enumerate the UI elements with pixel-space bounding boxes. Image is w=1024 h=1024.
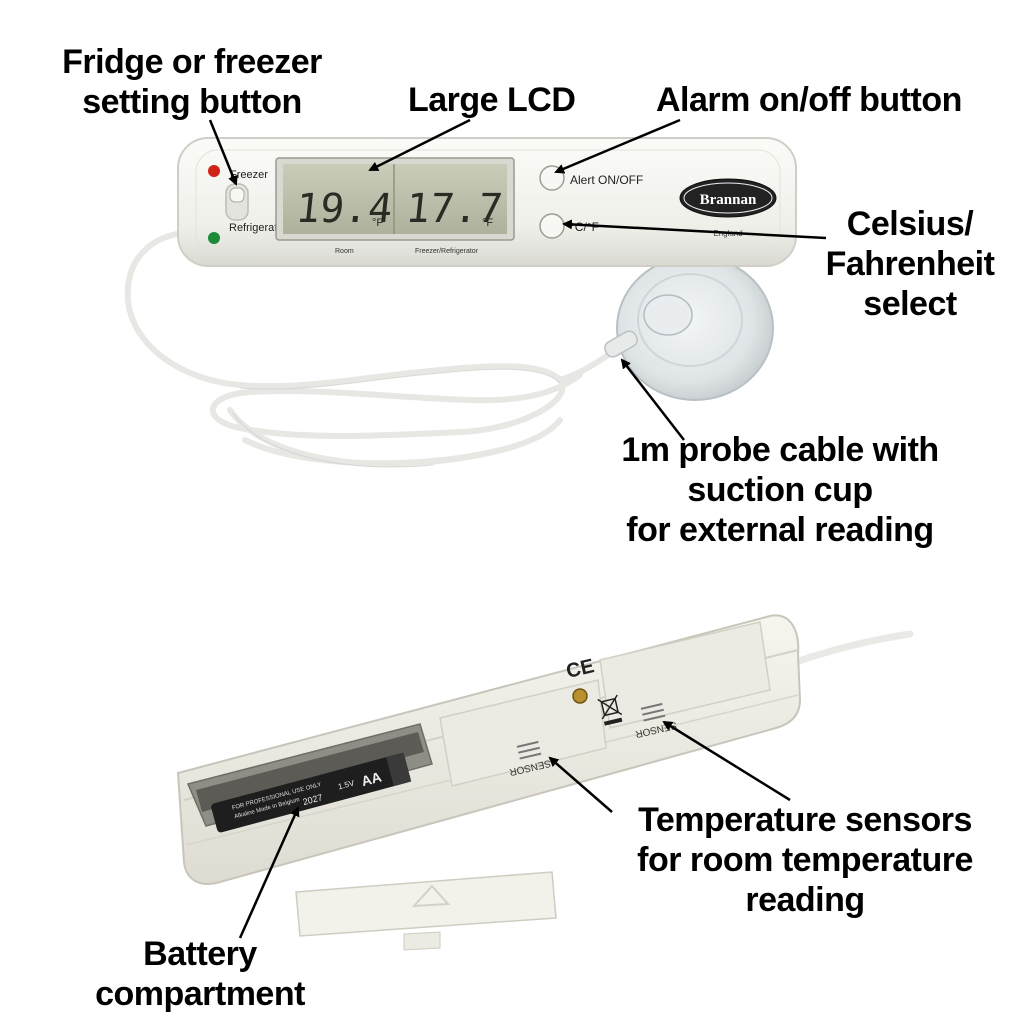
arrow-battery xyxy=(238,806,300,939)
battery-cover xyxy=(295,871,557,951)
arrow-sensor-2 xyxy=(662,720,791,802)
led-freezer-label: Freezer xyxy=(230,169,268,181)
aa-battery: FOR PROFESSIONAL USE ONLY Alkaline Made … xyxy=(211,752,412,833)
callout-sensors-line-1: Temperature sensors xyxy=(638,801,972,839)
callout-probe-line-3: for external reading xyxy=(626,511,934,549)
led-refrigerator-label: Refrigerator xyxy=(229,222,287,234)
battery-line-4: 1.5V xyxy=(337,778,356,791)
callout-fridge-button: Fridge or freezer setting button xyxy=(42,42,342,122)
fridge-freezer-switch[interactable] xyxy=(225,183,249,221)
callout-arrows xyxy=(208,118,827,939)
callout-sensors: Temperature sensors for room temperature… xyxy=(610,800,1000,920)
brannan-logo: Brannan England xyxy=(679,178,777,238)
callout-lcd-line-1: Large LCD xyxy=(408,81,576,119)
callout-sensors-line-2: for room temperature xyxy=(637,841,973,879)
arrow-sensor-1 xyxy=(548,756,613,813)
arrow-alarm xyxy=(554,118,681,174)
callout-probe-line-1: 1m probe cable with xyxy=(621,431,939,469)
unit-button-label: °C/°F xyxy=(570,220,599,234)
arrow-probe xyxy=(620,358,685,441)
suction-cup xyxy=(604,255,774,401)
callout-unit-line-1: Celsius/ xyxy=(846,205,974,243)
callout-alarm-line-1: Alarm on/off button xyxy=(656,81,962,119)
battery-line-5: AA xyxy=(359,768,383,789)
led-freezer-icon xyxy=(208,165,220,177)
callout-lcd: Large LCD xyxy=(408,80,576,120)
callout-unit-line-3: select xyxy=(863,285,957,323)
thermometer-front: Freezer Refrigerator 19.4 °F 17.7 °F Roo… xyxy=(124,137,797,468)
callout-battery-line-2: compartment xyxy=(95,975,305,1013)
thermometer-back: CE SENSOR SENSOR FOR PR xyxy=(176,614,914,951)
callout-probe-line-2: suction cup xyxy=(687,471,873,509)
lcd-probe-caption: Freezer/Refrigerator xyxy=(415,248,479,255)
lcd-probe-value: 17.7 xyxy=(404,186,505,232)
callout-alarm-button: Alarm on/off button xyxy=(656,80,962,120)
alert-button-label: Alert ON/OFF xyxy=(570,173,643,187)
probe-cable xyxy=(124,229,619,468)
led-refrigerator-icon xyxy=(208,232,220,244)
callout-unit-line-2: Fahrenheit xyxy=(825,245,995,283)
callout-fridge-line-2: setting button xyxy=(82,83,302,121)
screw-hole-icon xyxy=(572,688,588,704)
arrow-up-icon xyxy=(411,884,451,908)
callout-battery: Battery compartment xyxy=(70,934,330,1014)
lcd-room-caption: Room xyxy=(335,248,354,255)
callout-battery-line-1: Battery xyxy=(143,935,257,973)
brand-name: Brannan xyxy=(700,192,757,208)
lcd-probe-unit: °F xyxy=(482,217,493,229)
lcd-room-value: 19.4 xyxy=(294,186,395,232)
sensor-vent-1-icon xyxy=(516,740,542,760)
lcd-display: 19.4 °F 17.7 °F Room Freezer/Refrigerato… xyxy=(275,157,515,255)
probe-cable-back xyxy=(786,630,914,668)
callout-probe: 1m probe cable with suction cup for exte… xyxy=(600,430,960,550)
sensor-vent-2-icon xyxy=(640,702,666,722)
arrow-unit-select xyxy=(562,219,827,240)
weee-bin-icon xyxy=(597,694,623,726)
callout-sensors-line-3: reading xyxy=(745,881,865,919)
arrow-lcd xyxy=(368,118,471,172)
lcd-room-unit: °F xyxy=(372,217,383,229)
arrow-fridge-button xyxy=(208,119,238,186)
callout-fridge-line-1: Fridge or freezer xyxy=(62,43,322,81)
battery-compartment: FOR PROFESSIONAL USE ONLY Alkaline Made … xyxy=(186,723,433,833)
callout-unit-select: Celsius/ Fahrenheit select xyxy=(800,204,1020,324)
celsius-fahrenheit-button[interactable] xyxy=(539,213,565,239)
